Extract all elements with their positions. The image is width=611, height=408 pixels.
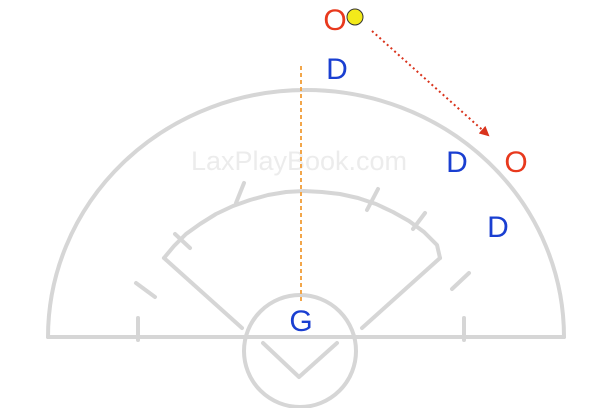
hash-mark (234, 181, 246, 205)
goal-triangle (261, 341, 339, 379)
watermark-text: LaxPlayBook.com (191, 146, 407, 176)
outer-arc (46, 88, 566, 339)
hash-mark (173, 232, 192, 250)
inner-arc (162, 189, 442, 260)
restraining-line-right (360, 256, 442, 330)
field-markings (46, 88, 566, 408)
ball-icon (346, 8, 364, 26)
defense-player: D (487, 211, 509, 244)
defense-player: D (326, 53, 348, 86)
defense-player: D (446, 146, 468, 179)
goalie-player: G (289, 305, 312, 338)
pass-arrow (371, 30, 490, 137)
hash-mark (450, 271, 471, 291)
hash-mark (365, 187, 380, 212)
offense-player: O (504, 146, 527, 179)
crease-circle (242, 293, 358, 408)
offense-player: O (323, 4, 346, 37)
hash-mark (411, 211, 427, 231)
hash-mark (134, 281, 157, 299)
restraining-line-left (162, 256, 244, 330)
